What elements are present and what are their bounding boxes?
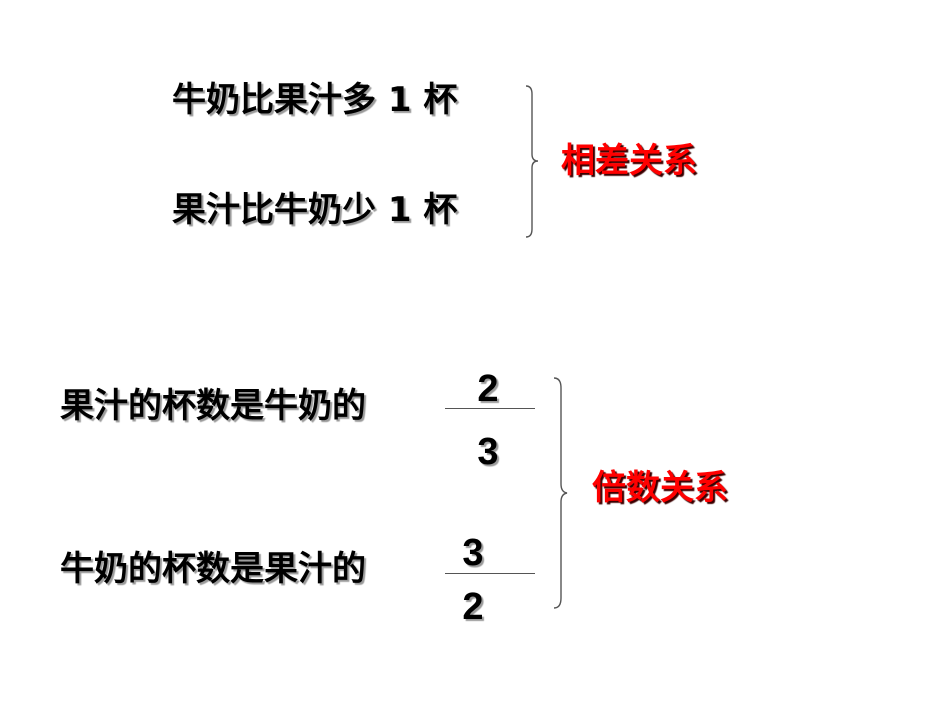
- fraction-1-denominator: 3: [477, 431, 499, 473]
- difference-relationship-label: 相差关系: [561, 141, 697, 181]
- fraction-2-denominator: 2: [462, 586, 484, 628]
- fraction-2-bar: [445, 573, 535, 574]
- multiple-statement-2-text: 牛奶的杯数是果汁的: [60, 549, 366, 589]
- difference-statement-2: 果汁比牛奶少 1 杯: [172, 190, 458, 230]
- right-brace-icon: [553, 377, 568, 609]
- fraction-1-bar: [445, 408, 535, 409]
- difference-statement-1: 牛奶比果汁多 1 杯: [172, 80, 458, 120]
- multiple-relationship-label: 倍数关系: [592, 468, 728, 508]
- right-brace-icon: [525, 85, 539, 238]
- fraction-1-numerator: 2: [477, 368, 499, 410]
- multiple-statement-1-text: 果汁的杯数是牛奶的: [60, 386, 366, 426]
- fraction-2-numerator: 3: [462, 532, 484, 574]
